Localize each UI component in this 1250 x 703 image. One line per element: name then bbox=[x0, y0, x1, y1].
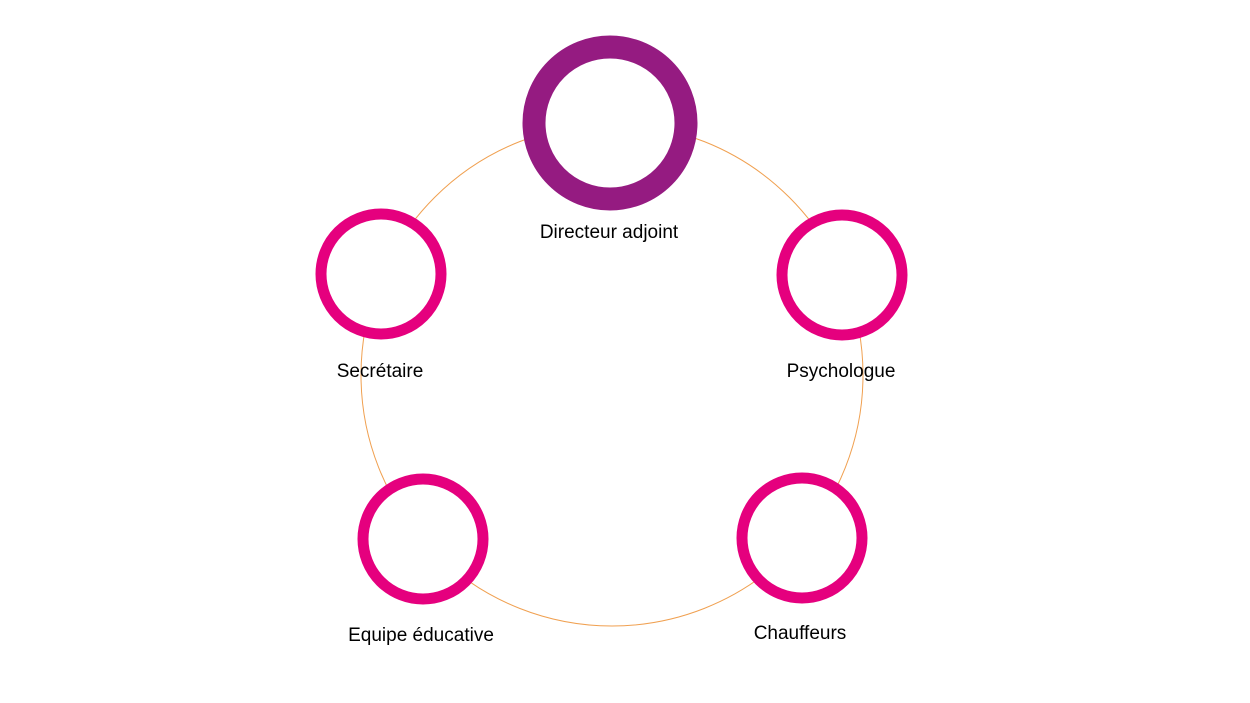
label-secretaire: Secrétaire bbox=[337, 361, 424, 382]
node-secretaire: Secrétaire bbox=[315, 208, 447, 382]
label-chauffeurs: Chauffeurs bbox=[754, 623, 847, 644]
ring-psychologue bbox=[776, 209, 908, 341]
node-equipe-educative: Equipe éducative bbox=[348, 473, 494, 646]
label-psychologue: Psychologue bbox=[787, 361, 896, 382]
ring-chauffeurs bbox=[736, 472, 868, 604]
ring-directeur-adjoint bbox=[522, 35, 698, 211]
node-psychologue: Psychologue bbox=[776, 209, 908, 382]
node-chauffeurs: Chauffeurs bbox=[736, 472, 868, 644]
label-directeur-adjoint: Directeur adjoint bbox=[540, 222, 679, 243]
node-directeur-adjoint: Directeur adjoint bbox=[522, 35, 698, 243]
ring-secretaire bbox=[315, 208, 447, 340]
label-equipe-educative: Equipe éducative bbox=[348, 625, 494, 646]
ring-equipe-educative bbox=[357, 473, 489, 605]
